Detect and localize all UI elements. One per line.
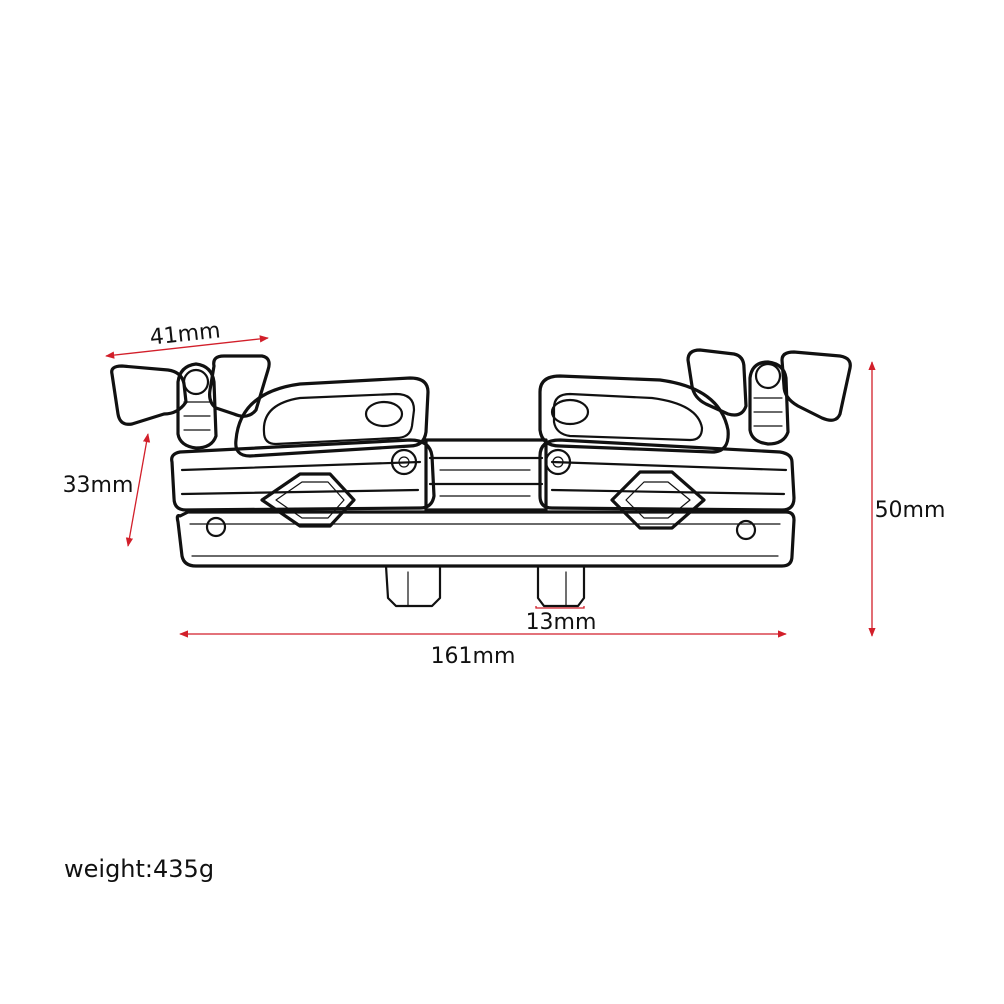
dim-161mm-label: 161mm — [431, 644, 516, 669]
dim-41mm-label: 41mm — [149, 318, 222, 350]
center-bar — [424, 438, 548, 512]
clamp-drawing — [110, 348, 852, 608]
dim-33mm-label: 33mm — [63, 473, 134, 498]
left-wing-nut — [110, 354, 271, 450]
dimension-lines — [105, 335, 876, 638]
dim-41mm-line — [105, 335, 269, 359]
dim-13mm-bracket — [535, 606, 585, 609]
right-clamp — [538, 374, 796, 530]
dim-33mm-line — [125, 433, 151, 547]
dim-13mm-label: 13mm — [526, 610, 597, 635]
weight-label: weight:435g — [64, 855, 215, 883]
dim-50mm-label: 50mm — [875, 498, 946, 523]
base-bar — [175, 510, 796, 568]
right-wing-nut — [686, 348, 852, 446]
posts — [384, 564, 586, 608]
